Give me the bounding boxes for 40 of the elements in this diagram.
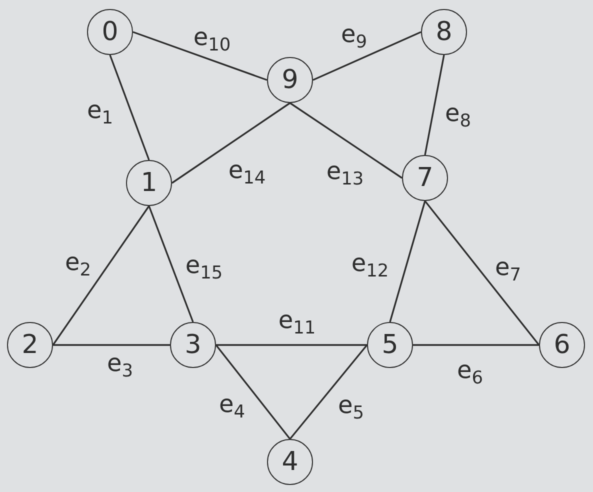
edge-line [413,344,539,346]
graph-vertex: 5 [367,322,413,368]
edge-line [389,200,426,322]
edge-line [52,206,150,346]
edge-label: e$_{4}$ [218,392,246,416]
edge-label: e$_{9}$ [340,22,368,46]
graph-vertex: 8 [421,9,467,55]
graph-vertex: 9 [267,57,313,103]
edge-label: e$_{10}$ [193,25,231,49]
edge-label: e$_{13}$ [326,159,364,183]
edge-label: e$_{2}$ [64,250,92,274]
graph-vertex: 2 [7,322,53,368]
edge-line [215,344,291,440]
edge-line [216,344,367,346]
edge-line [109,54,150,160]
edge-line [172,102,290,184]
edge-line [424,54,445,156]
graph-vertex: 3 [170,322,216,368]
edge-line [312,31,422,81]
edge-line [53,344,170,346]
graph-vertex: 1 [126,160,172,206]
edge-line [148,206,194,322]
edge-label: e$_{12}$ [351,251,389,275]
edge-label: e$_{3}$ [106,351,134,375]
edge-label: e$_{1}$ [86,98,114,122]
graph-vertex: 6 [539,322,585,368]
edge-label: e$_{6}$ [456,358,484,382]
edge-line [132,31,268,81]
edge-label: e$_{11}$ [278,308,316,332]
graph-vertex: 7 [402,155,448,201]
edge-label: e$_{15}$ [185,253,223,277]
edge-label: e$_{14}$ [228,158,266,182]
graph-vertex: 4 [267,439,313,485]
edge-line [424,200,540,346]
edge-line [290,102,402,179]
edge-label: e$_{8}$ [444,101,472,125]
edge-label: e$_{5}$ [338,393,364,417]
edge-label: e$_{7}$ [494,255,522,279]
edge-line [289,344,368,440]
graph-vertex: 0 [87,9,133,55]
